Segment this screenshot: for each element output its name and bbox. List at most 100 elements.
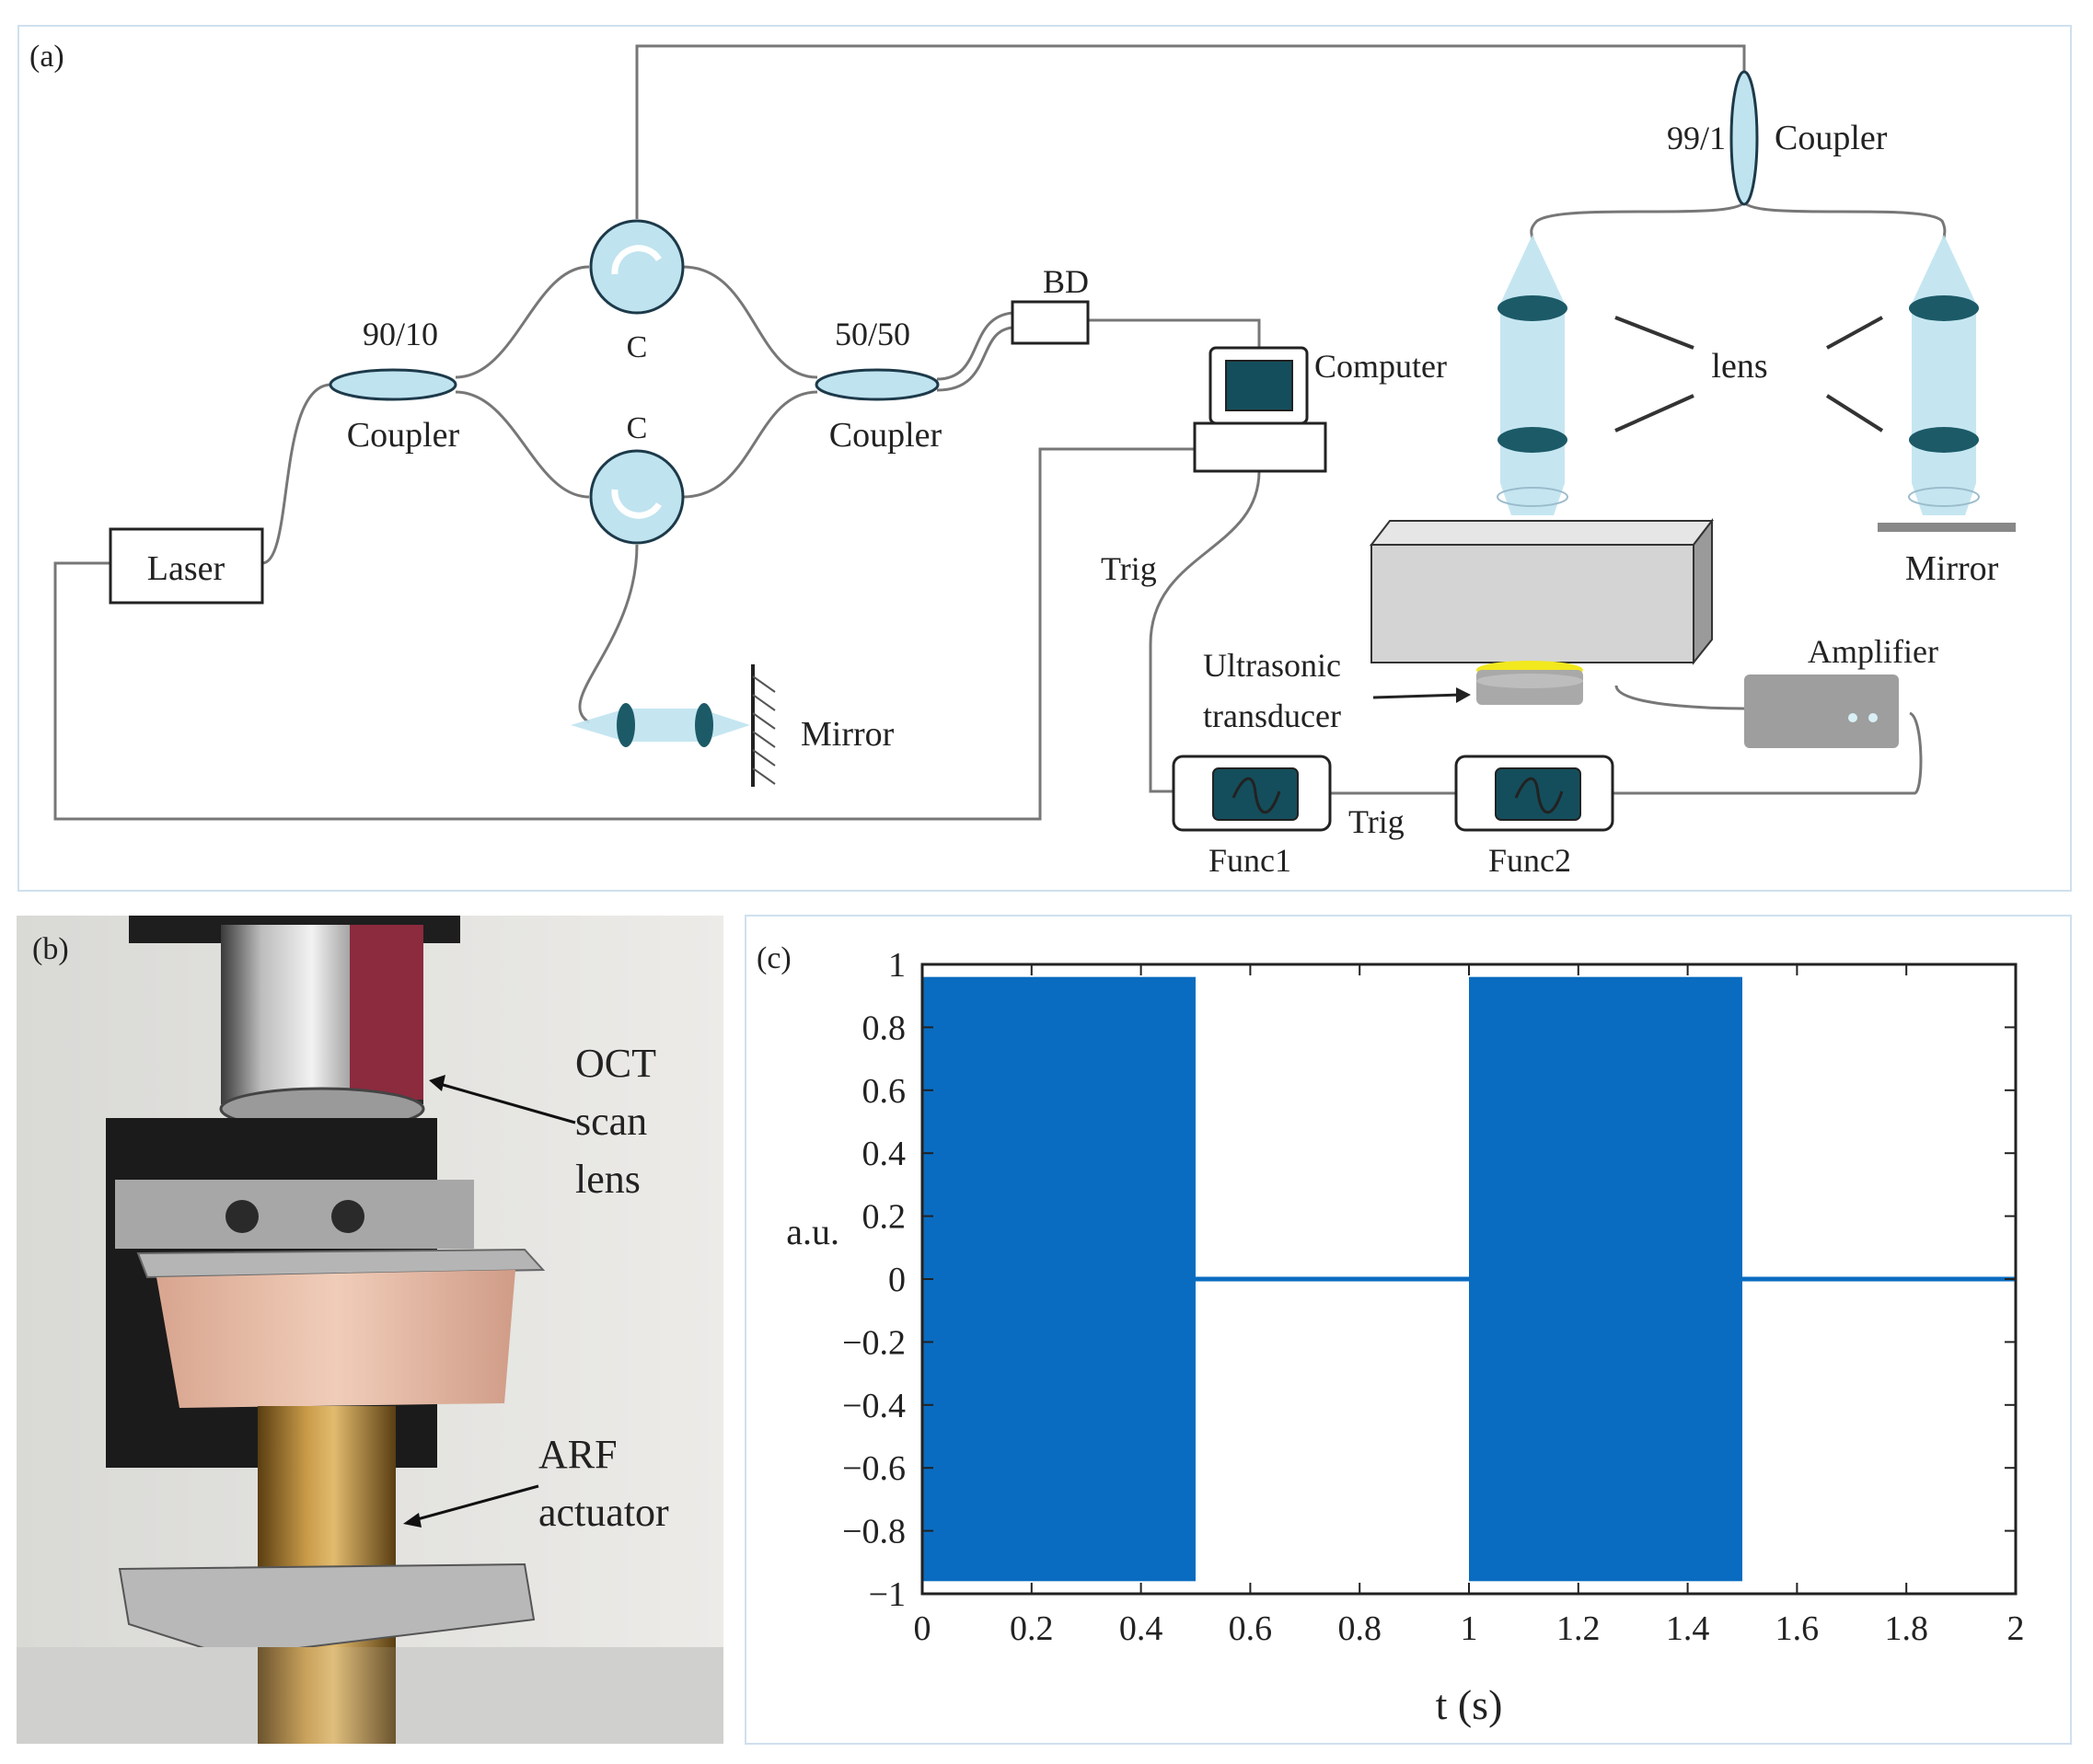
reference-beam [571, 709, 750, 742]
chart-x-axis-label: t (s) [1436, 1681, 1503, 1728]
arf-label-1: ARF [538, 1432, 618, 1477]
right-lens-2 [1909, 427, 1979, 453]
chart-x-tick-label: 1.6 [1775, 1609, 1820, 1648]
wire-computer-to-func1 [1149, 470, 1261, 793]
chart-x-tick-label: 0.6 [1229, 1609, 1273, 1648]
chart-x-tick-label: 1 [1461, 1609, 1478, 1648]
func2-label: Func2 [1488, 842, 1571, 879]
chart-x-tick-label: 2 [2007, 1609, 2025, 1648]
chart-y-axis-label: a.u. [786, 1211, 839, 1252]
chart-y-tick-label: −0.8 [842, 1513, 906, 1551]
photo-bracket [115, 1180, 474, 1249]
chart-x-tick-label: 1.2 [1556, 1609, 1601, 1648]
lens-callout-lines [1614, 316, 1884, 432]
reference-lens-1 [617, 703, 635, 747]
coupler-99-1 [1729, 70, 1759, 206]
right-mirror [1878, 523, 2016, 532]
fiber-99-1-right [1742, 201, 1947, 240]
chart-x-tick-label: 0.4 [1119, 1609, 1163, 1648]
reference-lens-2 [695, 703, 713, 747]
coupler-50-50-ratio: 50/50 [835, 316, 910, 352]
chart-y-tick-label: −1 [869, 1575, 906, 1614]
wire-laser-to-computer [53, 447, 1195, 821]
circulator-bottom [589, 449, 685, 545]
panel-a-tag: (a) [29, 40, 64, 74]
coupler-90-10-label: Coupler [347, 416, 460, 455]
chart-y-tick-label: 0 [888, 1261, 906, 1299]
right-beam [1912, 235, 1976, 515]
photo-plate [136, 1248, 546, 1279]
circulator-bottom-label: C [627, 411, 648, 445]
oct-label-2: scan [575, 1099, 647, 1144]
panel-a-frame [17, 25, 2072, 892]
fiber-circ-top-to-99-1 [635, 44, 1746, 219]
wire-func2-to-amplifier [1613, 711, 1923, 795]
oct-label-3: lens [575, 1157, 641, 1202]
panel-b-tag: (b) [32, 932, 69, 966]
coupler-50-50 [815, 368, 940, 401]
right-mirror-label: Mirror [1905, 549, 1999, 588]
computer-label: Computer [1314, 348, 1447, 385]
func1-icon [1172, 755, 1332, 832]
photo-actuator-lower [258, 1647, 396, 1744]
sample-lens-1 [1497, 295, 1567, 321]
chart-y-tick-label: −0.4 [842, 1387, 906, 1425]
chart-y-tick-label: −0.2 [842, 1323, 906, 1362]
chart-x-tick-label: 1.4 [1666, 1609, 1710, 1648]
chart-y-ticks: 10.80.60.40.20−0.2−0.4−0.6−0.8−1 [842, 946, 2016, 1614]
reference-mirror-hatch [752, 675, 776, 785]
sample-arm-optics [1497, 235, 1568, 515]
photo-screw-2 [331, 1200, 364, 1233]
bd-box [1011, 300, 1090, 345]
bd-label: BD [1043, 263, 1089, 300]
trig-label-2: Trig [1348, 803, 1405, 840]
chart-marks [922, 976, 2016, 1582]
wire-bd-to-computer [1088, 318, 1261, 348]
coupler-99-1-label: Coupler [1775, 119, 1888, 157]
chart-y-tick-label: 0.4 [862, 1135, 907, 1173]
chart-x-tick-label: 0.8 [1337, 1609, 1382, 1648]
chart-burst-1 [922, 976, 1196, 1582]
arf-arrow-head-icon [403, 1513, 422, 1528]
photo-objective-red-band [350, 925, 423, 1100]
oct-arrow-head-icon [429, 1075, 445, 1091]
chart-y-tick-label: 0.8 [862, 1009, 907, 1047]
ultrasonic-transducer [1476, 661, 1583, 705]
photo-phantom [156, 1270, 515, 1408]
amplifier-label: Amplifier [1808, 633, 1938, 670]
circulator-top [589, 219, 685, 315]
wire-transducer-to-amplifier [1614, 685, 1745, 710]
chart-y-tick-label: 0.6 [862, 1072, 907, 1111]
sample-lens-2 [1497, 427, 1567, 453]
chart-burst-2 [1469, 976, 1742, 1582]
reference-mirror-label: Mirror [801, 715, 895, 754]
fiber-circ-top-to-5050 [682, 265, 818, 379]
transducer-arrow-head-icon [1456, 687, 1471, 703]
fiber-5050-to-bd-1 [936, 311, 1013, 381]
fiber-circ-bottom-to-ref-arm [578, 544, 639, 724]
sample-block [1369, 518, 1715, 665]
laser-label: Laser [147, 549, 225, 588]
coupler-90-10-ratio: 90/10 [363, 316, 438, 352]
chart-y-tick-label: −0.6 [842, 1449, 906, 1488]
oct-arrow [439, 1082, 576, 1124]
panel-a: (a) Laser 90/10 Coupler [17, 25, 2072, 892]
right-lens-1 [1909, 295, 1979, 321]
amplifier-box [1744, 674, 1899, 748]
panel-b: (b) OCT scan lens ARF actuator [17, 916, 723, 1744]
fiber-network [53, 44, 1947, 821]
chart-y-tick-label: 1 [888, 946, 906, 985]
photo-base-plate [118, 1562, 536, 1658]
arf-arrow [413, 1484, 539, 1522]
coupler-99-1-ratio: 99/1 [1667, 120, 1726, 156]
reference-arm-right [1878, 235, 2016, 532]
func1-label: Func1 [1208, 842, 1291, 879]
photo-screw-1 [225, 1200, 259, 1233]
fiber-5050-to-bd-2 [936, 326, 1013, 392]
sample-beam [1500, 235, 1565, 515]
coupler-50-50-label: Coupler [829, 416, 942, 455]
circulator-top-arrow-icon [611, 245, 662, 275]
lens-label: lens [1711, 347, 1767, 386]
